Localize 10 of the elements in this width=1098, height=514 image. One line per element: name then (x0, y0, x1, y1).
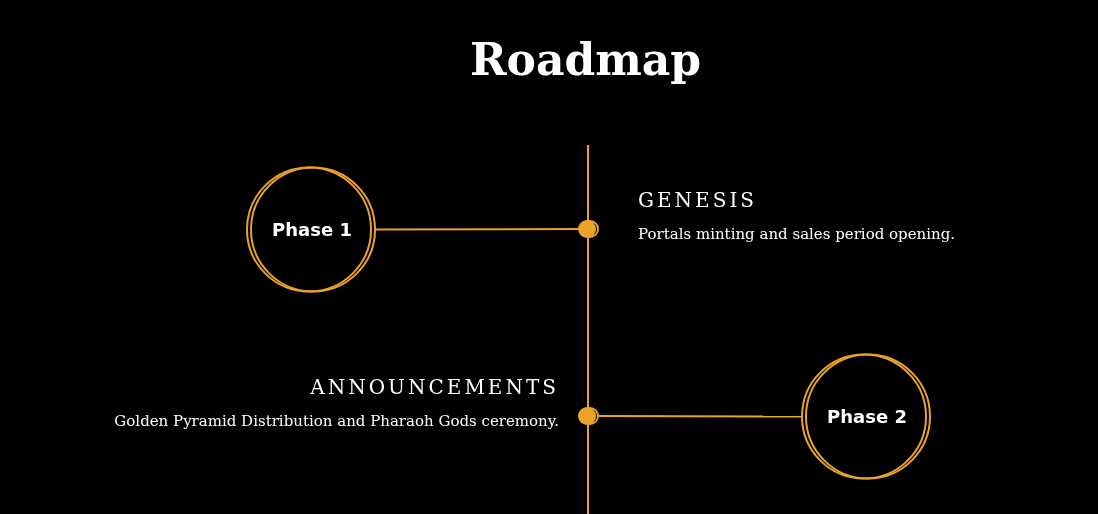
page-title: Roadmap (470, 38, 702, 82)
milestone-heading: GENESIS (638, 187, 757, 214)
milestone-description: Portals minting and sales period opening. (638, 224, 956, 245)
phase-label: Phase 1 (272, 218, 352, 242)
milestone-description: Golden Pyramid Distribution and Pharaoh Gods ceremony. (114, 411, 559, 432)
connector-line (587, 237, 589, 408)
connector-line (373, 228, 580, 231)
phase-label: Phase 2 (827, 405, 907, 429)
milestone-heading: ANNOUNCEMENTS (310, 374, 559, 401)
connector-line (596, 415, 804, 418)
